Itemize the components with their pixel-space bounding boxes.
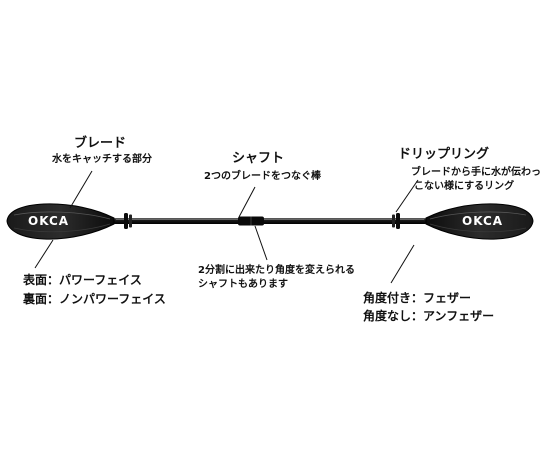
drip-ring-title: ドリップリング <box>398 147 490 162</box>
drip-ring-desc-1: ブレードから手に水が伝わって <box>411 167 540 178</box>
drip-ring-desc-2: こない様にするリング <box>414 181 515 192</box>
split-desc-1: 2分割に出来たり角度を変えられる <box>198 265 355 276</box>
feather-no-angle: 角度なし：アンフェザー <box>363 309 495 323</box>
face-front: 表面：パワーフェイス <box>23 273 142 287</box>
leader-faces <box>34 239 54 269</box>
shaft-desc: 2つのブレードをつなぐ棒 <box>204 171 321 182</box>
shaft-title: シャフト <box>232 151 285 166</box>
drip-ring-right <box>392 213 400 229</box>
split-desc-2: シャフトもあります <box>198 279 288 290</box>
drip-ring-left <box>124 213 132 229</box>
leader-drip-ring <box>395 179 419 213</box>
shaft <box>112 218 428 224</box>
blade-title: ブレード <box>74 136 127 151</box>
blade-right-brand: OKCA <box>462 214 503 228</box>
leader-blade <box>69 170 93 209</box>
face-back: 裏面：ノンパワーフェイス <box>23 292 166 306</box>
leader-feather <box>390 244 415 284</box>
leader-shaft <box>238 186 256 218</box>
feather-with-angle: 角度付き：フェザー <box>363 291 472 305</box>
blade-desc: 水をキャッチする部分 <box>52 154 152 165</box>
leader-split <box>254 225 268 261</box>
blade-left-brand: OKCA <box>28 214 69 228</box>
